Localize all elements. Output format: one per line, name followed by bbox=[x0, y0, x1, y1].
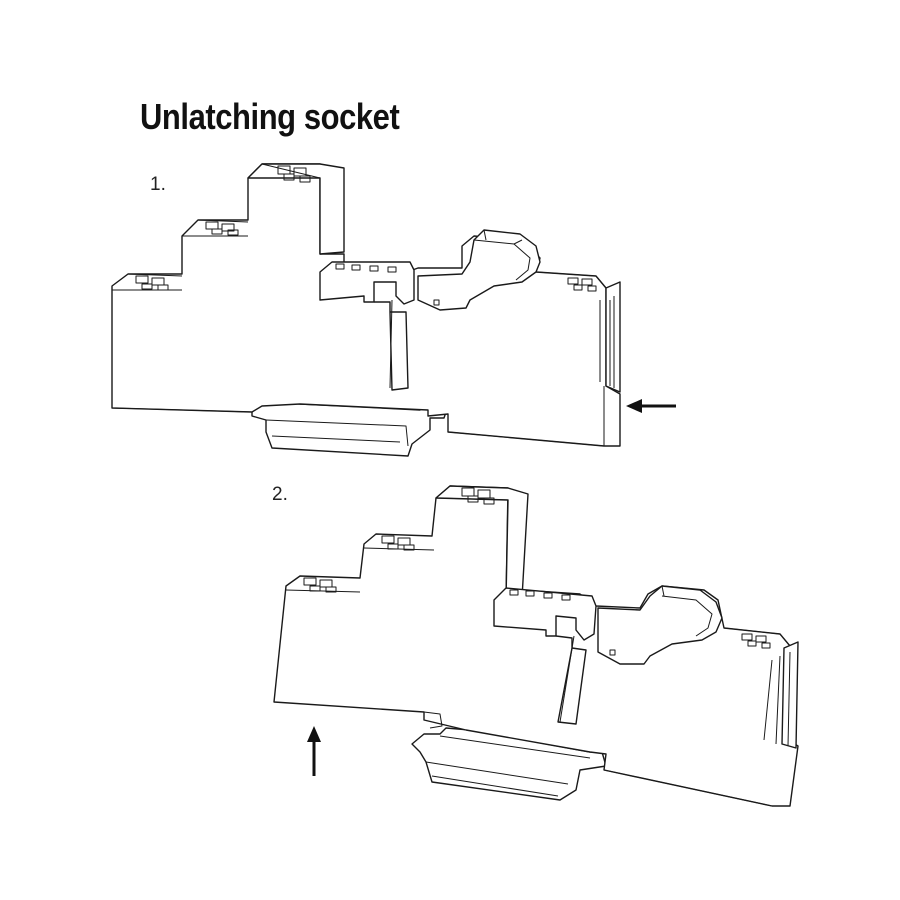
step-1-socket bbox=[111, 163, 621, 457]
step-2-lift-arrow bbox=[307, 726, 321, 776]
step-1-label: 1. bbox=[150, 174, 166, 195]
step-1-socket-body bbox=[111, 163, 621, 447]
diagram-title: Unlatching socket bbox=[140, 96, 400, 137]
step-2-socket bbox=[273, 485, 799, 807]
step-2-label: 2. bbox=[272, 484, 288, 505]
step-1-push-arrow bbox=[626, 399, 676, 413]
